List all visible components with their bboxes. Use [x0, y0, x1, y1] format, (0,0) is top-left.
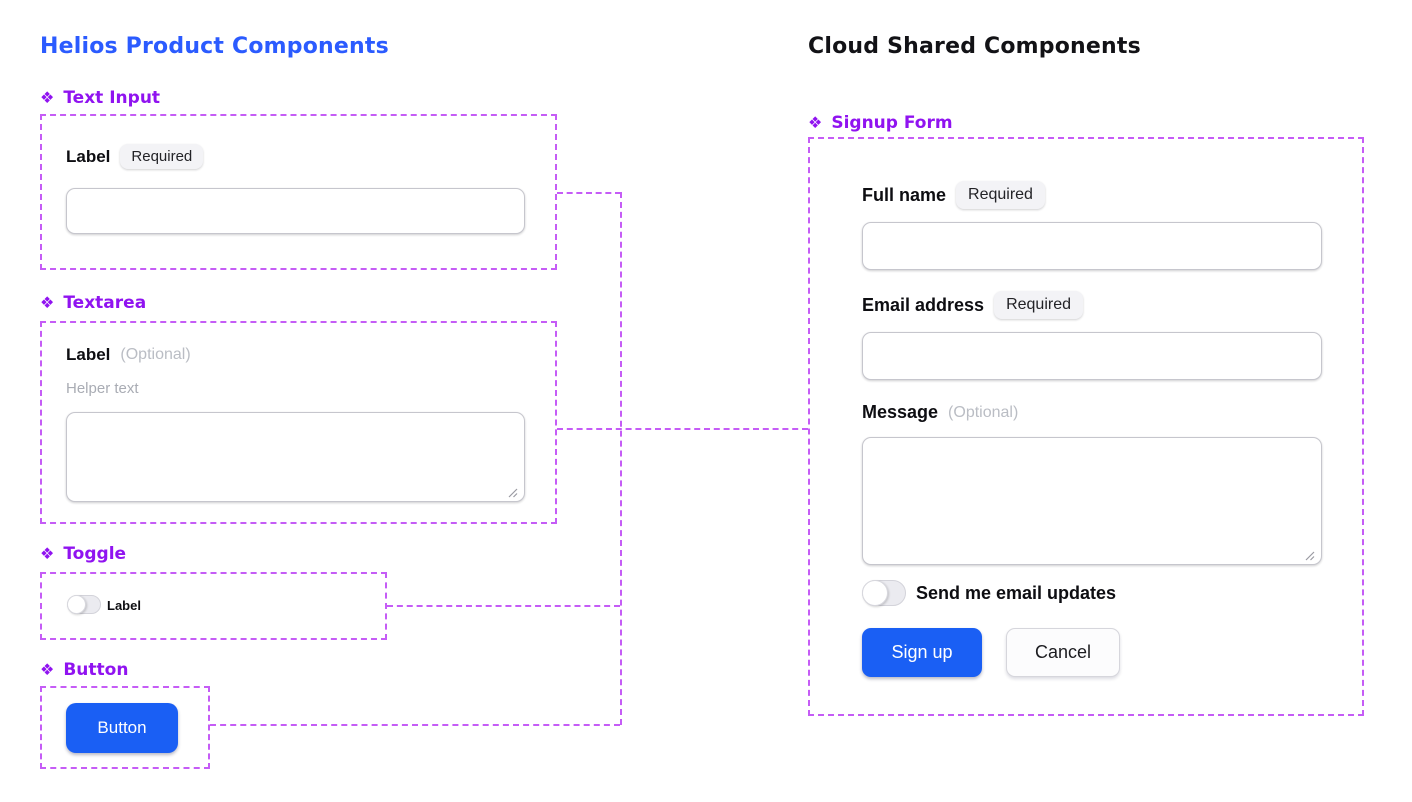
text-input-label: Label — [66, 146, 111, 166]
full-name-label-row: Full name Required — [862, 181, 1045, 209]
right-panel-title: Cloud Shared Components — [808, 34, 1141, 59]
component-icon: ❖ — [40, 88, 55, 107]
sign-up-button[interactable]: Sign up — [862, 628, 982, 677]
connector-text-input-to-trunk — [557, 192, 621, 194]
optional-tag: (Optional) — [948, 403, 1019, 421]
component-heading-text-input: ❖ Text Input — [40, 88, 160, 108]
message-label: Message — [862, 402, 939, 422]
email-label-row: Email address Required — [862, 291, 1083, 319]
component-heading-label: Button — [63, 660, 129, 680]
toggle-switch[interactable] — [67, 595, 101, 614]
connector-button-to-trunk — [210, 724, 620, 726]
component-icon: ❖ — [808, 113, 823, 132]
text-input-label-row: Label Required — [66, 144, 204, 169]
connector-textarea-to-form — [557, 428, 808, 430]
cancel-button[interactable]: Cancel — [1006, 628, 1120, 677]
required-badge: Required — [994, 291, 1083, 319]
component-icon: ❖ — [40, 293, 55, 312]
textarea-component-frame — [40, 321, 557, 524]
toggle-knob — [862, 580, 888, 606]
required-badge: Required — [120, 144, 204, 169]
email-updates-label: Send me email updates — [916, 583, 1117, 603]
connector-trunk-vertical — [620, 192, 622, 725]
full-name-input[interactable] — [862, 222, 1322, 270]
email-input[interactable] — [862, 332, 1322, 380]
connector-toggle-to-trunk — [387, 605, 620, 607]
component-icon: ❖ — [40, 544, 55, 563]
textarea-field[interactable] — [66, 412, 525, 502]
demo-button[interactable]: Button — [66, 703, 178, 753]
button-component-frame — [40, 686, 210, 769]
textarea-label: Label — [66, 345, 111, 364]
email-updates-toggle[interactable] — [862, 580, 906, 606]
full-name-label: Full name — [862, 184, 947, 205]
component-heading-textarea: ❖ Textarea — [40, 293, 146, 313]
message-textarea[interactable] — [862, 437, 1322, 565]
textarea-helper-text: Helper text — [66, 380, 139, 397]
component-heading-label: Text Input — [63, 88, 161, 108]
required-badge: Required — [956, 181, 1045, 209]
toggle-label: Label — [107, 598, 141, 613]
toggle-knob — [67, 595, 86, 614]
component-heading-label: Toggle — [63, 544, 127, 564]
component-heading-label: Signup Form — [831, 113, 953, 133]
text-input-field[interactable] — [66, 188, 525, 234]
component-heading-signup-form: ❖ Signup Form — [808, 113, 953, 133]
left-panel-title: Helios Product Components — [40, 34, 389, 59]
message-label-row: Message (Optional) — [862, 402, 1018, 423]
component-heading-label: Textarea — [63, 293, 147, 313]
component-heading-toggle: ❖ Toggle — [40, 544, 126, 564]
component-heading-button: ❖ Button — [40, 660, 128, 680]
email-label: Email address — [862, 294, 985, 315]
optional-tag: (Optional) — [120, 346, 191, 363]
component-icon: ❖ — [40, 660, 55, 679]
signup-form-frame — [808, 137, 1364, 716]
toggle-component-frame — [40, 572, 387, 640]
textarea-label-row: Label (Optional) — [66, 345, 191, 365]
text-input-component-frame — [40, 114, 557, 270]
